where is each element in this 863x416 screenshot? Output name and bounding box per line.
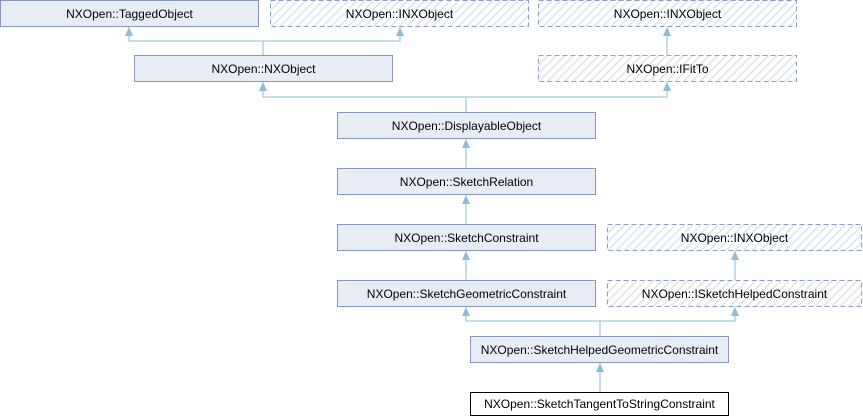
node-label: NXOpen::INXObject bbox=[346, 7, 454, 21]
node-sketch-tangent-to-string-constraint: NXOpen::SketchTangentToStringConstraint bbox=[470, 392, 729, 416]
node-isketch-helped-constraint[interactable]: NXOpen::ISketchHelpedConstraint bbox=[607, 280, 862, 307]
node-label: NXOpen::INXObject bbox=[681, 231, 789, 245]
node-label: NXOpen::SketchHelpedGeometricConstraint bbox=[481, 343, 719, 357]
edge-displayable-to-ifitto bbox=[466, 82, 671, 98]
node-inxobject-mid[interactable]: NXOpen::INXObject bbox=[607, 224, 862, 251]
edge-nxobject-to-taggedobject bbox=[125, 27, 264, 55]
node-inxobject-top-right[interactable]: NXOpen::INXObject bbox=[538, 0, 797, 27]
node-label: NXOpen::SketchRelation bbox=[400, 175, 533, 189]
node-label: NXOpen::INXObject bbox=[614, 7, 722, 21]
inheritance-edges bbox=[125, 27, 739, 392]
node-nxobject[interactable]: NXOpen::NXObject bbox=[134, 55, 393, 82]
node-label: NXOpen::ISketchHelpedConstraint bbox=[642, 287, 828, 301]
node-label: NXOpen::IFitTo bbox=[626, 62, 708, 76]
node-label: NXOpen::SketchTangentToStringConstraint bbox=[484, 397, 715, 411]
node-label: NXOpen::NXObject bbox=[211, 62, 316, 76]
node-label: NXOpen::SketchConstraint bbox=[394, 231, 539, 245]
node-label: NXOpen::TaggedObject bbox=[66, 7, 193, 21]
node-displayable-object[interactable]: NXOpen::DisplayableObject bbox=[337, 112, 596, 139]
node-label: NXOpen::SketchGeometricConstraint bbox=[367, 287, 567, 301]
node-sketch-constraint[interactable]: NXOpen::SketchConstraint bbox=[337, 224, 596, 251]
node-sketch-helped-geometric-constraint[interactable]: NXOpen::SketchHelpedGeometricConstraint bbox=[470, 336, 729, 363]
edge-displayable-to-nxobject bbox=[259, 82, 467, 112]
node-sketch-geometric-constraint[interactable]: NXOpen::SketchGeometricConstraint bbox=[337, 280, 596, 307]
node-ifitto[interactable]: NXOpen::IFitTo bbox=[538, 55, 797, 82]
edge-helped-to-ihelped bbox=[600, 307, 739, 322]
node-sketch-relation[interactable]: NXOpen::SketchRelation bbox=[337, 168, 596, 195]
node-inxobject-top-left[interactable]: NXOpen::INXObject bbox=[270, 0, 529, 27]
edge-nxobject-to-inxobject bbox=[263, 27, 404, 42]
node-label: NXOpen::DisplayableObject bbox=[392, 119, 542, 133]
edge-helped-to-geometric bbox=[462, 307, 601, 336]
node-tagged-object[interactable]: NXOpen::TaggedObject bbox=[0, 0, 259, 27]
